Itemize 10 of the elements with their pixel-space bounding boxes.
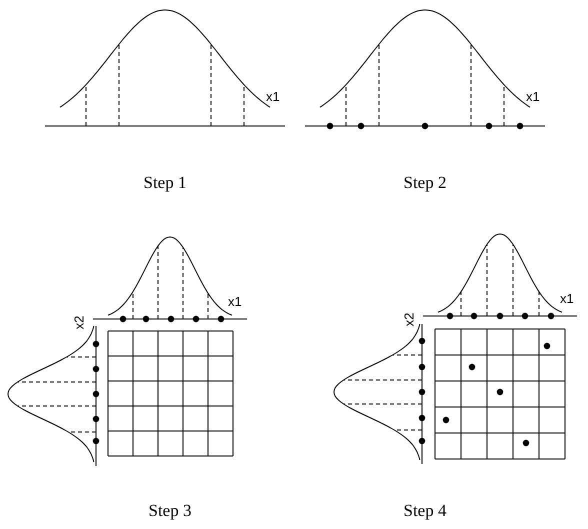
axis-label: x1	[228, 295, 242, 308]
axis-label: x2	[402, 312, 416, 326]
axis-label: x2	[72, 316, 86, 330]
axis-label: x1	[266, 90, 280, 103]
axis-label: x1	[526, 90, 540, 103]
step-caption: Step 4	[404, 502, 446, 519]
step-caption: Step 2	[404, 174, 446, 191]
step-caption: Step 1	[144, 174, 186, 191]
step-caption: Step 3	[148, 502, 192, 519]
axis-label: x1	[560, 292, 574, 305]
